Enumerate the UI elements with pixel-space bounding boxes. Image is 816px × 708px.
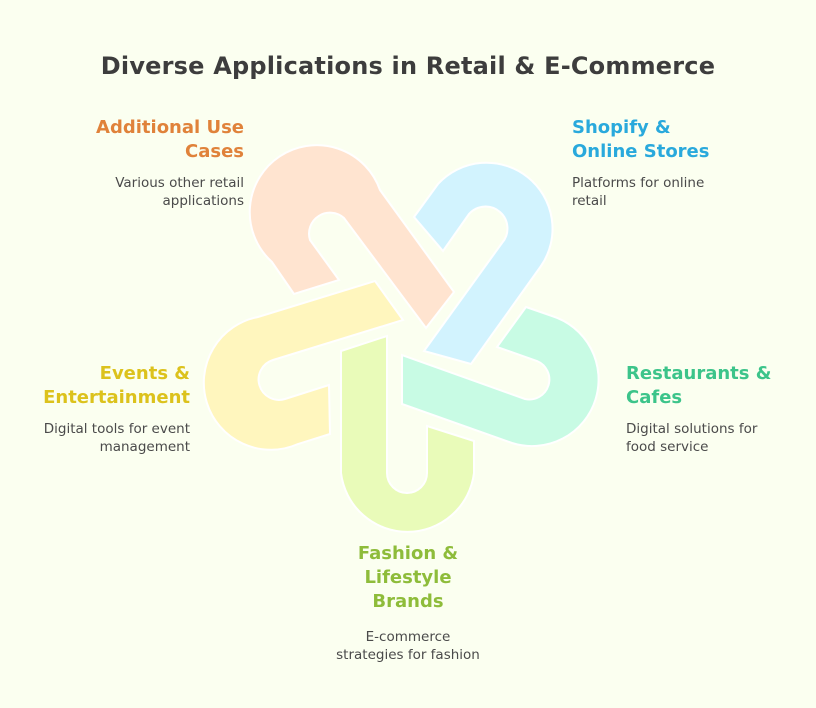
hook-shape-additional: [248, 144, 456, 330]
desc-line: strategies for fashion: [336, 647, 480, 663]
hook-shape-events: [202, 279, 405, 451]
title-line: Lifestyle: [364, 567, 452, 588]
label-events-entertainment: Events & Entertainment Digital tools for…: [0, 362, 190, 456]
label-description: Digital tools for event management: [0, 420, 190, 456]
label-description: Digital solutions for food service: [626, 420, 816, 456]
hook-events: [202, 279, 405, 451]
desc-line: retail: [572, 193, 607, 209]
desc-line: Digital solutions for: [626, 421, 758, 437]
hook-shape-shopify: [412, 161, 554, 366]
title-line: Cafes: [626, 387, 683, 408]
label-title: Restaurants & Cafes: [626, 362, 816, 410]
desc-line: Digital tools for event: [43, 421, 190, 437]
desc-line: E-commerce: [365, 629, 451, 645]
title-line: Additional Use: [96, 117, 244, 138]
label-description: Various other retail applications: [44, 174, 244, 210]
title-line: Entertainment: [43, 387, 190, 408]
title-line: Shopify &: [572, 117, 671, 138]
title-line: Cases: [185, 141, 244, 162]
desc-line: food service: [626, 439, 709, 455]
title-line: Restaurants &: [626, 363, 772, 384]
hook-additional: [248, 144, 456, 330]
diagram-title: Diverse Applications in Retail & E-Comme…: [100, 52, 716, 80]
label-fashion-lifestyle-brands: Fashion & Lifestyle Brands E-commerce st…: [308, 542, 508, 664]
label-description: E-commerce strategies for fashion: [308, 628, 508, 664]
hook-shape-restaurants: [401, 305, 600, 448]
label-shopify-online-stores: Shopify & Online Stores Platforms for on…: [572, 116, 772, 210]
label-title: Fashion & Lifestyle Brands: [308, 542, 508, 614]
desc-line: Various other retail: [115, 175, 244, 191]
title-line: Events &: [99, 363, 190, 384]
label-restaurants-cafes: Restaurants & Cafes Digital solutions fo…: [626, 362, 816, 456]
label-title: Shopify & Online Stores: [572, 116, 772, 164]
hook-fashion: [340, 334, 475, 533]
title-line: Brands: [372, 591, 444, 612]
label-description: Platforms for online retail: [572, 174, 772, 210]
title-line: Online Stores: [572, 141, 710, 162]
desc-line: applications: [162, 193, 244, 209]
hook-shopify: [412, 161, 554, 366]
title-line: Fashion &: [357, 543, 459, 564]
desc-line: management: [99, 439, 190, 455]
label-title: Additional Use Cases: [44, 116, 244, 164]
hook-restaurants: [401, 305, 600, 448]
hook-shape-fashion: [340, 334, 475, 533]
label-title: Events & Entertainment: [0, 362, 190, 410]
label-additional-use-cases: Additional Use Cases Various other retai…: [44, 116, 244, 210]
desc-line: Platforms for online: [572, 175, 705, 191]
